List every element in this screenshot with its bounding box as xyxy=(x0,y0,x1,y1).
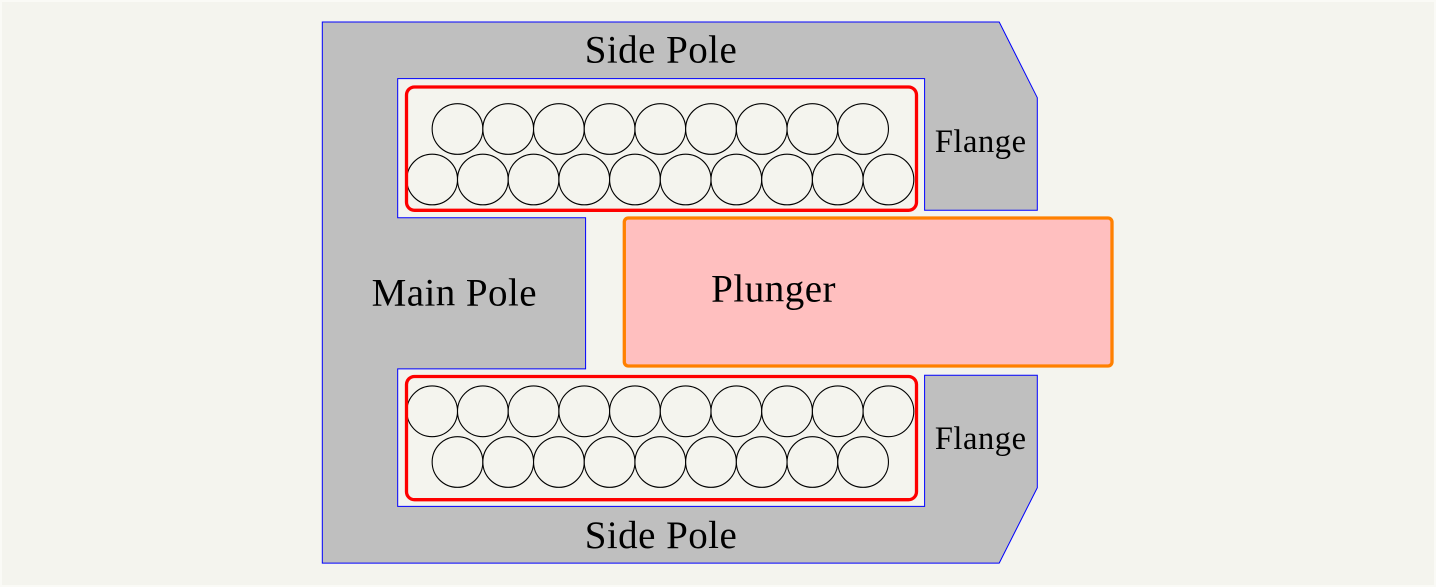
svg-text:Plunger: Plunger xyxy=(711,268,836,311)
svg-text:Main Pole: Main Pole xyxy=(372,272,537,315)
svg-text:Flange: Flange xyxy=(935,124,1027,160)
svg-text:Side Pole: Side Pole xyxy=(585,29,737,72)
svg-text:Flange: Flange xyxy=(935,421,1027,457)
svg-text:Side Pole: Side Pole xyxy=(585,514,737,557)
